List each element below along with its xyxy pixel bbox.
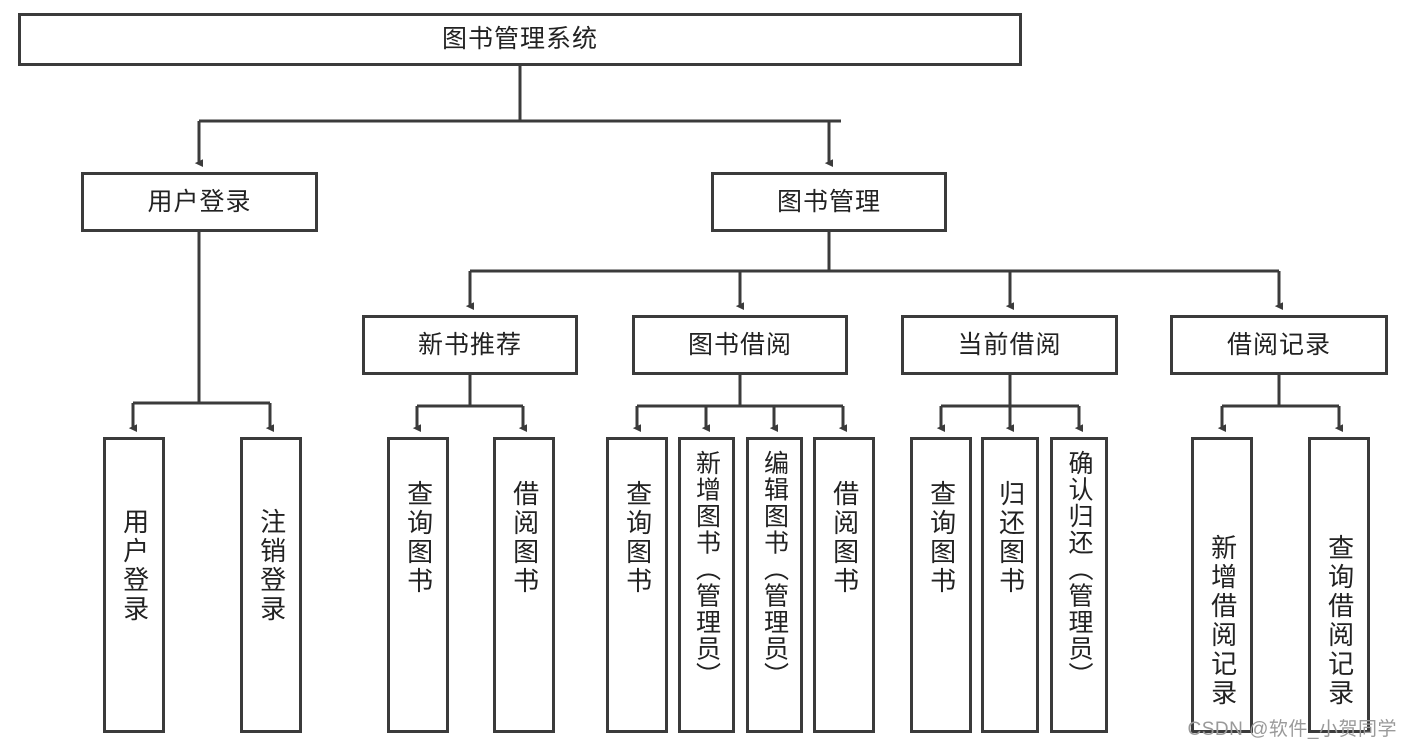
node-borrow-records[interactable]: 借阅记录 — [1170, 315, 1388, 375]
node-leaf-confirm-return-admin[interactable]: 确认归还（管理员） — [1050, 437, 1108, 733]
node-current-borrow[interactable]: 当前借阅 — [901, 315, 1118, 375]
node-label: 新增借阅记录 — [1207, 534, 1238, 708]
node-book-borrow[interactable]: 图书借阅 — [632, 315, 848, 375]
node-label: 当前借阅 — [957, 330, 1062, 359]
node-label: 图书借阅 — [687, 330, 792, 359]
node-label: 确认归还（管理员） — [1065, 450, 1093, 689]
node-label: 借阅记录 — [1226, 330, 1331, 359]
node-label: 注销登录 — [256, 508, 287, 624]
node-leaf-query-book-2[interactable]: 查询图书 — [606, 437, 668, 733]
node-leaf-borrow-book-2[interactable]: 借阅图书 — [813, 437, 875, 733]
node-label: 查询借阅记录 — [1324, 534, 1355, 708]
node-label: 新增图书（管理员） — [692, 450, 721, 689]
node-label: 用户登录 — [147, 187, 252, 216]
node-leaf-query-book-1[interactable]: 查询图书 — [387, 437, 449, 733]
node-leaf-edit-book-admin[interactable]: 编辑图书（管理员） — [746, 437, 803, 733]
node-label: 借阅图书 — [509, 480, 540, 596]
node-label: 图书管理系统 — [441, 25, 598, 54]
node-label: 编辑图书（管理员） — [760, 450, 789, 689]
node-label: 归还图书 — [995, 480, 1026, 596]
node-root-system[interactable]: 图书管理系统 — [18, 13, 1022, 66]
node-leaf-add-book-admin[interactable]: 新增图书（管理员） — [678, 437, 735, 733]
node-label: 查询图书 — [403, 480, 434, 596]
node-label: 查询图书 — [926, 480, 957, 596]
node-label: 查询图书 — [622, 480, 653, 596]
node-leaf-borrow-book-1[interactable]: 借阅图书 — [493, 437, 555, 733]
node-leaf-logout[interactable]: 注销登录 — [240, 437, 302, 733]
node-leaf-user-login[interactable]: 用户登录 — [103, 437, 165, 733]
node-new-book-recommend[interactable]: 新书推荐 — [362, 315, 578, 375]
node-label: 借阅图书 — [829, 480, 860, 596]
node-leaf-query-borrow-record[interactable]: 查询借阅记录 — [1308, 437, 1370, 733]
node-leaf-return-book[interactable]: 归还图书 — [981, 437, 1039, 733]
node-leaf-add-borrow-record[interactable]: 新增借阅记录 — [1191, 437, 1253, 733]
watermark-credit: CSDN @软件_小贺同学 — [1187, 719, 1397, 740]
node-book-management[interactable]: 图书管理 — [711, 172, 947, 232]
node-label: 用户登录 — [119, 508, 150, 624]
node-label: 图书管理 — [776, 187, 881, 216]
node-label: 新书推荐 — [417, 330, 522, 359]
node-user-login[interactable]: 用户登录 — [81, 172, 318, 232]
node-leaf-query-book-3[interactable]: 查询图书 — [910, 437, 972, 733]
